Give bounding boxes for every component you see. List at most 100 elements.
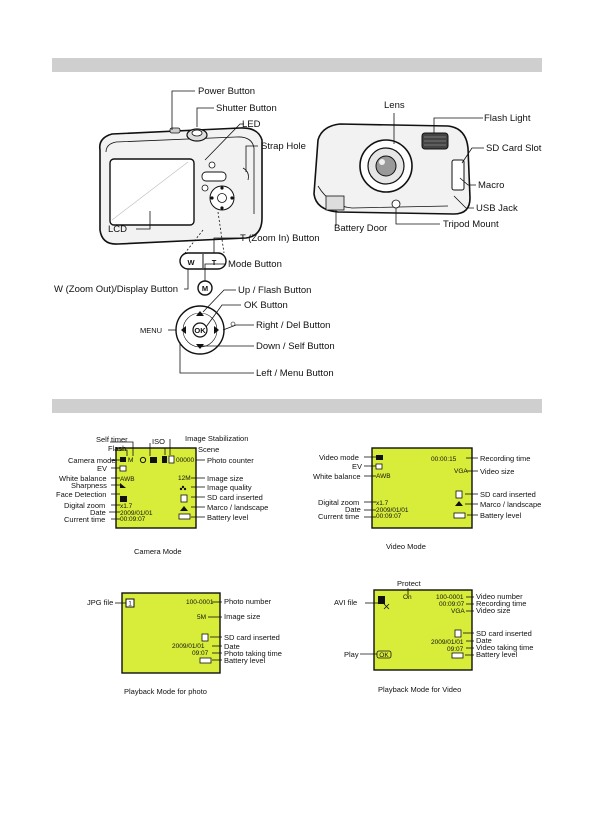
label-mode-button: Mode Button (228, 259, 282, 270)
camera-mode-labels: Self timer Flash ISO Image Stabilization… (56, 434, 268, 556)
m-glyph: M (202, 284, 208, 293)
pbv-label-recording-time: Recording time (476, 599, 526, 608)
video-label-video-mode: Video mode (319, 453, 359, 462)
video-mode-panel: 00:00:15 AWB VGA x1.7 2009/01/01 00:09:0… (371, 447, 473, 529)
label-left-menu: Left / Menu Button (256, 368, 334, 379)
label-battery-door: Battery Door (334, 223, 387, 234)
cam-label-image-quality: Image quality (207, 483, 252, 492)
cam-date-value: 2009/01/01 (120, 510, 153, 517)
caption-video-mode: Video Mode (386, 542, 426, 551)
pbv-label-avi-file: AVI file (334, 598, 357, 607)
play-icon-text: OK (379, 652, 389, 659)
pb-photo-number-value: 100-0001 (186, 599, 214, 606)
pb-video-rec-time-value: 00:09:07 (439, 601, 465, 608)
avi-file-icon (378, 596, 385, 604)
cam-label-sd-card-inserted: SD card inserted (207, 493, 263, 502)
pb-video-date-value: 2009/01/01 (431, 639, 464, 646)
figure1-leaders (136, 90, 258, 374)
label-led: LED (242, 119, 261, 130)
video-date-value: 2009/01/01 (376, 507, 409, 514)
label-sd-card-slot: SD Card Slot (486, 143, 542, 154)
figure2-labels: Lens Flash Light SD Card Slot Macro USB … (334, 100, 542, 234)
battery-door-illus (325, 195, 345, 211)
figure1-labels: Power Button Shutter Button LED Strap Ho… (54, 86, 335, 379)
label-macro: Macro (478, 180, 504, 191)
label-up-flash: Up / Flash Button (238, 285, 311, 296)
video-label-digital-zoom: Digital zoom (318, 498, 359, 507)
caption-camera-mode: Camera Mode (134, 547, 182, 556)
label-w-zoom-out: W (Zoom Out)/Display Button (54, 284, 178, 295)
cam-label-sharpness: Sharpness (71, 481, 107, 490)
video-time-value: 00:09:07 (376, 513, 402, 520)
video-label-current-time: Current time (318, 512, 359, 521)
label-t-zoom-in: T (Zoom In) Button (240, 233, 320, 244)
cam-zoom-value: x1.7 (120, 503, 133, 510)
label-ok-button: OK Button (244, 300, 288, 311)
label-down-self: Down / Self Button (256, 341, 335, 352)
play-ok-icon (376, 650, 392, 659)
photo-counter-value: 00000 (176, 457, 194, 464)
figure2-leaders (335, 113, 484, 226)
video-label-white-balance: White balance (313, 472, 361, 481)
playback-photo-labels: JPG file Photo number Image size SD card… (87, 597, 282, 696)
pbp-label-image-size: Image size (224, 612, 260, 621)
playback-video-labels: Protect AVI file Video number Recording … (334, 579, 533, 694)
label-lens: Lens (384, 100, 405, 111)
caption-playback-photo: Playback Mode for photo (124, 687, 207, 696)
video-label-sd-card-inserted: SD card inserted (480, 490, 536, 499)
button-detail-illustration: W T M OK (175, 211, 236, 355)
cam-size-value: 12M (178, 475, 191, 482)
cam-label-iso: ISO (152, 437, 165, 446)
svg-text:AWB: AWB (120, 476, 135, 483)
pbv-label-video-number: Video number (476, 592, 523, 601)
label-tripod-mount: Tripod Mount (443, 219, 499, 230)
cam-label-current-time: Current time (64, 515, 105, 524)
cam-label-image-size: Image size (207, 474, 243, 483)
camera-mode-panel: M 00000 AWB x1.7 2009/01/01 00:09:07 12M (115, 447, 197, 529)
pb-photo-date-value: 2009/01/01 (172, 643, 205, 650)
playback-photo-leaders (115, 601, 222, 661)
pb-video-time-value: 09:07 (447, 646, 464, 653)
pbv-label-battery-level: Battery level (476, 650, 518, 659)
video-label-battery-level: Battery level (480, 511, 522, 520)
cam-label-flash: Flash (108, 444, 126, 453)
video-mode-labels: Video mode Recording time EV Video size … (313, 453, 541, 551)
cam-label-self-timer: Self timer (96, 435, 128, 444)
svg-text:AWB: AWB (376, 473, 391, 480)
label-lcd: LCD (108, 224, 127, 235)
t-glyph: T (212, 258, 217, 267)
camera-mode-leaders (109, 439, 205, 520)
pbp-label-sd-card-inserted: SD card inserted (224, 633, 280, 642)
video-label-marco-landscape: Marco / landscape (480, 500, 541, 509)
w-glyph: W (187, 258, 195, 267)
label-usb-jack: USB Jack (476, 203, 518, 214)
pbp-label-battery-level: Battery level (224, 656, 266, 665)
cam-label-image-stabilization: Image Stabilization (185, 434, 248, 443)
pbv-label-video-taking-time: Video taking time (476, 643, 533, 652)
caption-playback-video: Playback Mode for Video (378, 685, 461, 694)
playback-video-leaders (360, 588, 474, 656)
label-power-button: Power Button (198, 86, 255, 97)
pbp-label-jpg-file: JPG file (87, 598, 113, 607)
pb-photo-time-value: 09:07 (192, 650, 209, 657)
cam-label-white-balance: White balance (59, 474, 107, 483)
svg-text:On: On (403, 594, 412, 601)
section-header-bar-lcd (52, 399, 542, 413)
cam-label-scene: Scene (198, 445, 219, 454)
cam-label-ev: EV (97, 464, 107, 473)
pbp-label-date: Date (224, 642, 240, 651)
cam-label-photo-counter: Photo counter (207, 456, 254, 465)
video-label-video-size: Video size (480, 467, 514, 476)
cam-label-face-detection: Face Detection (56, 490, 106, 499)
label-flash-light: Flash Light (484, 113, 531, 124)
power-button-illus (169, 127, 181, 134)
svg-text:M: M (128, 457, 133, 464)
camera-front-illustration (313, 123, 471, 215)
cam-label-battery-level: Battery level (207, 513, 249, 522)
pbp-label-photo-number: Photo number (224, 597, 272, 606)
cam-time-value: 00:09:07 (120, 516, 146, 523)
svg-text:1: 1 (128, 601, 132, 608)
video-mode-leaders (364, 456, 478, 518)
pbv-label-video-size: Video size (476, 606, 510, 615)
